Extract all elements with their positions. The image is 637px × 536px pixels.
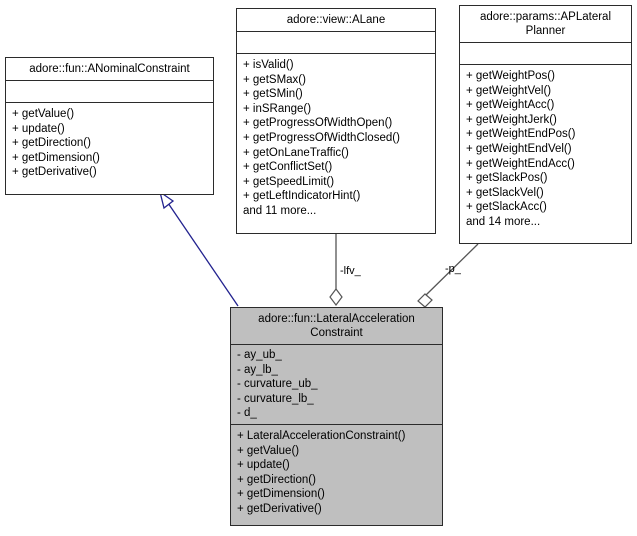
class-member: + getValue() xyxy=(12,108,75,120)
class-member: + getWeightEndVel() xyxy=(466,142,572,155)
edge-label-lfv: -lfv_ xyxy=(340,265,361,277)
class-member: + getWeightEndPos() xyxy=(466,128,576,141)
class-member: + LateralAccelerationConstraint() xyxy=(237,429,406,442)
class-member: - curvature_lb_ xyxy=(237,392,314,405)
class-title-anominalconstraint: adore::fun::ANominalConstraint xyxy=(6,58,213,81)
class-operations-alane: + isValid() + getSMax() + getSMin() + in… xyxy=(237,54,435,233)
class-box-alane[interactable]: adore::view::ALane + isValid() + getSMax… xyxy=(236,8,436,234)
class-member: + getWeightEndAcc() xyxy=(466,157,575,170)
class-member: + getProgressOfWidthOpen() xyxy=(243,117,393,130)
class-member: + getSlackPos() xyxy=(466,172,548,185)
class-attributes-lateralaccelerationconstraint: - ay_ub_ - ay_lb_ - curvature_ub_ - curv… xyxy=(231,345,442,425)
class-member: + isValid() xyxy=(243,59,294,71)
class-member: + getProgressOfWidthClosed() xyxy=(243,131,400,144)
class-member: + update() xyxy=(12,122,65,135)
class-attributes-alane xyxy=(237,32,435,54)
class-member: + getSlackVel() xyxy=(466,186,544,199)
aggregation-diamond-p xyxy=(417,293,433,308)
class-member: + update() xyxy=(237,459,290,472)
class-box-aplateralplanner[interactable]: adore::params::APLateral Planner + getWe… xyxy=(459,5,632,244)
class-member: + getDimension() xyxy=(12,151,100,164)
class-attributes-anominalconstraint xyxy=(6,81,213,103)
class-member: + getDirection() xyxy=(12,137,91,150)
class-member: + getDerivative() xyxy=(12,166,97,179)
class-member: + getSMax() xyxy=(243,73,306,86)
class-member: and 11 more... xyxy=(243,204,317,217)
class-box-anominalconstraint[interactable]: adore::fun::ANominalConstraint + getValu… xyxy=(5,57,214,195)
class-member: + getSMin() xyxy=(243,88,303,101)
class-member: + getValue() xyxy=(237,444,300,457)
class-member: + getWeightJerk() xyxy=(466,113,557,126)
class-member: + getLeftIndicatorHint() xyxy=(243,190,361,203)
class-member: - curvature_ub_ xyxy=(237,378,318,391)
class-member: + getSlackAcc() xyxy=(466,201,547,214)
class-member: + getDimension() xyxy=(237,488,325,501)
class-member: + getWeightAcc() xyxy=(466,99,555,112)
class-member: + getDerivative() xyxy=(237,502,322,515)
class-member: + getWeightVel() xyxy=(466,84,552,97)
class-title-alane: adore::view::ALane xyxy=(237,9,435,32)
class-title-aplateralplanner: adore::params::APLateral Planner xyxy=(460,6,631,43)
aggregation-diamond-lfv xyxy=(329,288,343,306)
class-operations-aplateralplanner: + getWeightPos() + getWeightVel() + getW… xyxy=(460,65,631,243)
class-member: - d_ xyxy=(237,407,257,420)
class-title-lateralaccelerationconstraint: adore::fun::LateralAcceleration Constrai… xyxy=(231,308,442,345)
class-member: + getOnLaneTraffic() xyxy=(243,146,349,159)
class-member: + getWeightPos() xyxy=(466,70,555,82)
class-attributes-aplateralplanner xyxy=(460,43,631,65)
class-operations-anominalconstraint: + getValue() + update() + getDirection()… xyxy=(6,103,213,194)
inheritance-line xyxy=(167,202,239,307)
class-box-lateralaccelerationconstraint[interactable]: adore::fun::LateralAcceleration Constrai… xyxy=(230,307,443,526)
class-member: + getSpeedLimit() xyxy=(243,175,335,188)
class-operations-lateralaccelerationconstraint: + LateralAccelerationConstraint() + getV… xyxy=(231,425,442,525)
class-member: - ay_lb_ xyxy=(237,363,278,376)
class-member: + inSRange() xyxy=(243,102,312,115)
class-member: + getDirection() xyxy=(237,473,316,486)
edge-label-p: -p_ xyxy=(445,263,461,275)
class-member: + getConflictSet() xyxy=(243,161,333,174)
class-member: and 14 more... xyxy=(466,215,541,228)
class-member: - ay_ub_ xyxy=(237,349,282,361)
